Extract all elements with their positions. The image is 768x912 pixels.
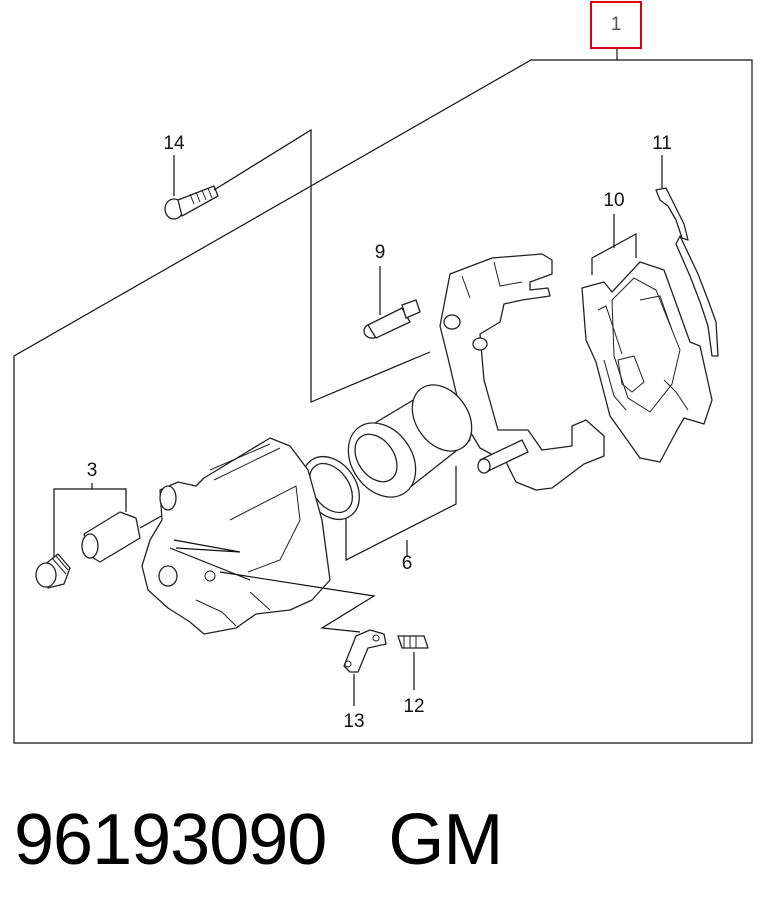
callout-14[interactable]: 14 [163, 133, 185, 154]
brand-label: GM [388, 800, 503, 880]
caliper-housing-part [141, 437, 376, 635]
callout-11[interactable]: 11 [652, 133, 672, 154]
bleeder-cap-bracket-part [343, 629, 387, 673]
caliper-bolt-part [164, 185, 219, 220]
caption-row: 96193090 GM [14, 795, 503, 885]
brake-pads-part [581, 261, 713, 463]
bleeder-screw-part [397, 635, 429, 649]
assembly-outline [13, 59, 753, 744]
callout-13[interactable]: 13 [343, 711, 364, 732]
boot-and-bushing-part [35, 509, 173, 589]
callout-6[interactable]: 6 [402, 553, 413, 574]
caliper-bracket-part [439, 253, 605, 491]
part-number: 96193090 [14, 800, 327, 880]
callout-9[interactable]: 9 [375, 242, 386, 263]
callout-12[interactable]: 12 [403, 696, 424, 717]
guide-pin-part [363, 299, 421, 339]
callout-1[interactable]: 1 [611, 14, 622, 35]
piston-and-seal-part [302, 384, 473, 520]
pad-spring-clip-part [655, 187, 719, 357]
callout-3[interactable]: 3 [87, 460, 98, 481]
brake-caliper-exploded-diagram: 1 14 9 11 10 6 [13, 1, 753, 744]
callout-1-highlight-box[interactable] [590, 1, 642, 49]
callout-10[interactable]: 10 [603, 190, 624, 211]
